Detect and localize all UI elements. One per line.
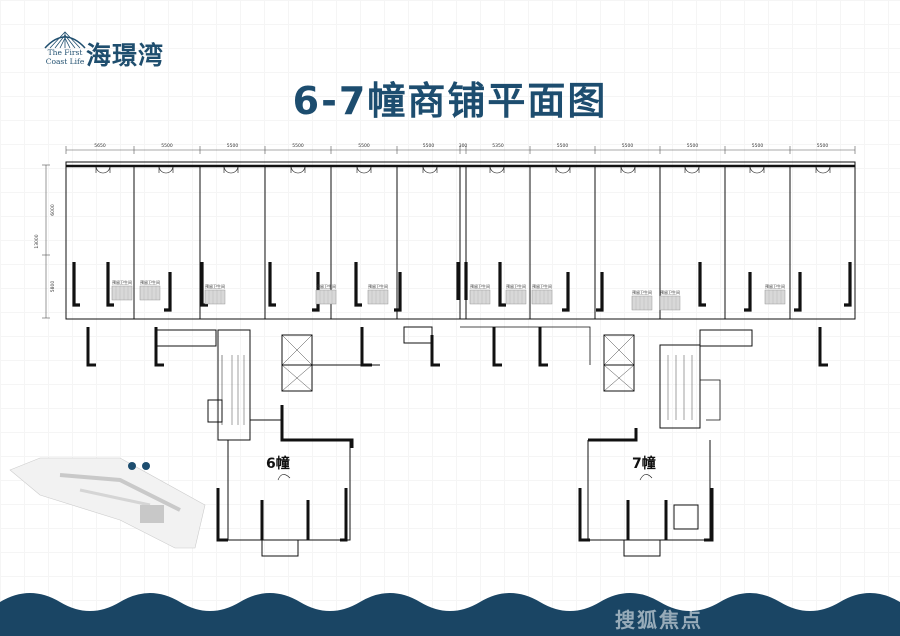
top-dimension-label: 300	[459, 143, 468, 149]
left-dimension-line	[42, 164, 50, 319]
reserved-bathroom: 预留卫生间	[469, 283, 491, 305]
top-dimension-label: 5350	[492, 143, 504, 149]
top-dimension-label: 5500	[817, 143, 829, 149]
top-dimension-label: 5500	[358, 143, 370, 149]
door-icon	[223, 165, 239, 174]
bathroom-label: 预留卫生间	[660, 289, 680, 295]
tagline-line-1: The First	[47, 48, 83, 57]
building-7-label: 7幢	[632, 455, 656, 472]
building-6-label: 6幢	[266, 455, 290, 472]
bathroom-label: 预留卫生间	[470, 283, 490, 289]
reserved-bathroom: 预留卫生间	[367, 283, 389, 305]
left-dimension-labels: 6000 13000 5800	[34, 204, 56, 292]
reserved-bathrooms: 预留卫生间预留卫生间预留卫生间预留卫生间预留卫生间预留卫生间预留卫生间预留卫生间…	[111, 279, 786, 311]
shop-partitions	[133, 166, 791, 319]
bathroom-label: 预留卫生间	[506, 283, 526, 289]
keymap-marker-7	[142, 462, 150, 470]
reserved-bathroom: 预留卫生间	[531, 283, 553, 305]
door-icon	[290, 165, 306, 174]
reserved-bathroom: 预留卫生间	[139, 279, 161, 301]
site-key-map	[9, 457, 206, 549]
reserved-bathroom: 预留卫生间	[505, 283, 527, 305]
top-dimension-label: 5500	[687, 143, 699, 149]
shop-columns	[72, 262, 852, 312]
door-icon	[158, 165, 174, 174]
top-dimension-labels: 5650 5500 5500 5500 5500 5500 300 5350 5500 5500 5…	[65, 143, 856, 154]
top-dimension-label: 5500	[622, 143, 634, 149]
brand-tagline: The First Coast Life	[40, 48, 90, 66]
door-icon	[684, 165, 700, 174]
brand-name: 海璟湾	[86, 41, 165, 70]
door-icon	[749, 165, 765, 174]
reserved-bathroom: 预留卫生间	[204, 283, 226, 305]
bathroom-label: 预留卫生间	[205, 283, 225, 289]
door-icon	[489, 165, 505, 174]
bathroom-label: 预留卫生间	[368, 283, 388, 289]
bathroom-label: 预留卫生间	[765, 283, 785, 289]
shell-logo-icon	[44, 31, 86, 49]
top-dimension-label: 5500	[227, 143, 239, 149]
top-dimension-label: 5500	[752, 143, 764, 149]
reserved-bathroom: 预留卫生间	[659, 289, 681, 311]
keymap-marker-6	[128, 462, 136, 470]
brand-logo: The First Coast Life 海璟湾	[40, 28, 190, 76]
reserved-bathroom: 预留卫生间	[631, 289, 653, 311]
left-dimension-label: 5800	[50, 281, 56, 293]
reserved-bathroom: 预留卫生间	[111, 279, 133, 301]
building-6-core	[86, 327, 380, 557]
reserved-bathroom: 预留卫生间	[764, 283, 786, 305]
door-icon	[356, 165, 372, 174]
top-dimension-label: 5500	[557, 143, 569, 149]
wave-footer	[0, 593, 900, 636]
bathroom-label: 预留卫生间	[112, 279, 132, 285]
door-icon	[95, 165, 111, 174]
left-dimension-label: 6000	[50, 204, 56, 216]
top-dimension-label: 5500	[292, 143, 304, 149]
top-dimension-label: 5500	[423, 143, 435, 149]
door-icon	[422, 165, 438, 174]
bathroom-label: 预留卫生间	[316, 283, 336, 289]
top-dimension-label: 5500	[161, 143, 173, 149]
building-7-core	[403, 326, 828, 557]
watermark-text: 搜狐焦点	[615, 608, 703, 632]
tagline-line-2: Coast Life	[45, 57, 85, 66]
door-icon	[620, 165, 636, 174]
left-dimension-label: 13000	[34, 234, 40, 248]
page-title: 6-7幢商铺平面图	[292, 79, 608, 123]
reserved-bathroom: 预留卫生间	[315, 283, 337, 305]
door-icon	[555, 165, 571, 174]
bathroom-label: 预留卫生间	[140, 279, 160, 285]
bathroom-label: 预留卫生间	[632, 289, 652, 295]
entrance-doors	[95, 165, 831, 174]
door-icon	[815, 165, 831, 174]
bathroom-label: 预留卫生间	[532, 283, 552, 289]
top-dimension-label: 5650	[94, 143, 106, 149]
